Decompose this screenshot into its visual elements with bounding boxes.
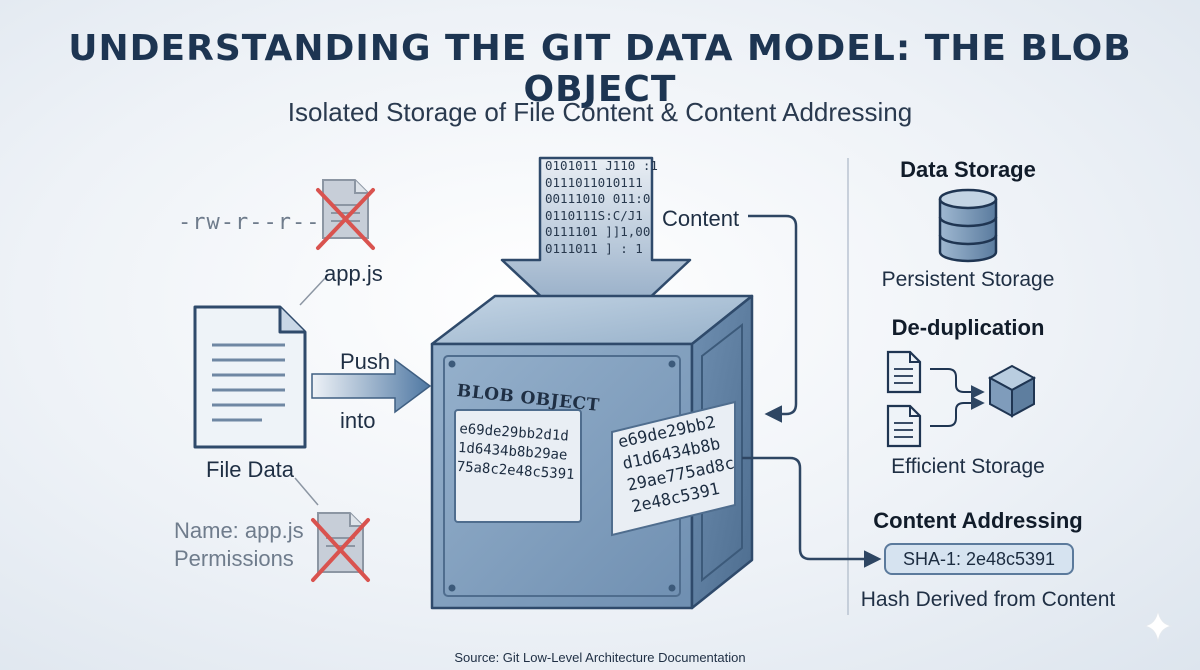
blob-hash-front: e69de29bb2d1d 1d6434b8b29ae 75a8c2e48c53… — [456, 420, 576, 484]
file-data-icon — [193, 305, 307, 449]
hash-derived-label: Hash Derived from Content — [860, 588, 1116, 611]
binary-line: 00111010 011:0 — [545, 191, 651, 206]
sha-hash-badge: SHA-1: 2e48c5391 — [884, 543, 1074, 575]
dedup-cube-icon — [987, 364, 1037, 418]
dedup-arrow-1 — [930, 368, 985, 399]
binary-line: 0110111S:C/J1 — [545, 207, 643, 223]
source-caption: Source: Git Low-Level Architecture Docum… — [454, 650, 746, 665]
push-arrow — [311, 358, 432, 414]
dedup-file-icon-1 — [886, 350, 922, 394]
filename-label: app.js — [324, 261, 383, 286]
persistent-storage-label: Persistent Storage — [881, 268, 1055, 291]
permissions-label: -rw-r--r-- — [178, 210, 321, 235]
connector-top — [299, 274, 329, 306]
into-label: into — [340, 408, 376, 433]
content-addressing-title: Content Addressing — [873, 508, 1083, 533]
hash-arrow — [742, 456, 882, 568]
dedup-arrow-2 — [930, 396, 985, 427]
binary-line: 0101011 J110 :1 — [545, 158, 658, 173]
meta-permissions-label: Permissions — [174, 546, 294, 571]
database-icon — [938, 188, 998, 263]
content-arrow — [748, 214, 798, 423]
binary-line: 0111011010111 — [545, 174, 643, 190]
page-subtitle: Isolated Storage of File Content & Conte… — [287, 97, 913, 127]
efficient-storage-label: Efficient Storage — [891, 455, 1045, 478]
crossed-file-icon-top — [316, 179, 375, 250]
meta-name-label: Name: app.js — [174, 518, 304, 543]
dedup-file-icon-2 — [886, 404, 922, 448]
binary-line: 0111101 ]]1,00 — [545, 224, 651, 239]
blob-cube — [430, 294, 754, 610]
connector-bottom — [294, 477, 319, 506]
page-title: UNDERSTANDING THE GIT DATA MODEL: THE BL… — [68, 28, 1132, 110]
push-label: Push — [340, 349, 391, 374]
crossed-file-icon-bottom — [311, 512, 370, 582]
dedup-title: De-duplication — [891, 315, 1045, 340]
data-storage-title: Data Storage — [900, 157, 1036, 182]
binary-line: 0111011 ] : 1 — [545, 240, 643, 256]
content-label: Content — [662, 206, 740, 231]
file-data-label: File Data — [206, 457, 295, 482]
sparkle-icon — [1143, 609, 1173, 643]
binary-content: 0101011 J110 :1 0111011010111 00111010 0… — [545, 158, 658, 257]
